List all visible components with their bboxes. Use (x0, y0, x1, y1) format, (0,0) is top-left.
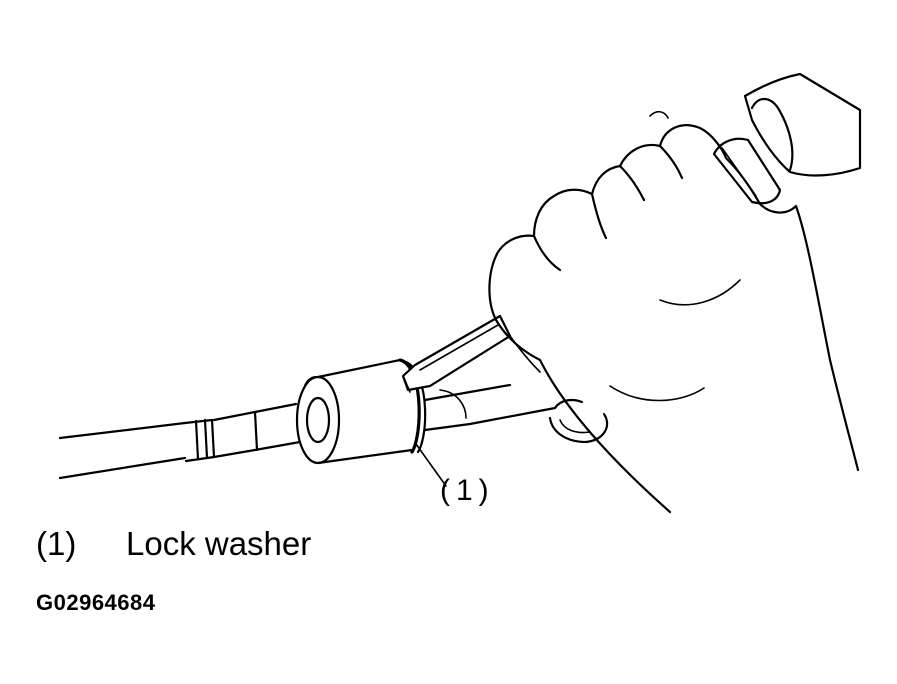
hand (488, 110, 860, 514)
callout-marker: (1) (440, 474, 495, 507)
legend-number: (1) (36, 525, 77, 562)
legend-row: (1) Lock washer (36, 524, 311, 564)
callout-leader (415, 443, 447, 487)
legend-label: Lock washer (126, 525, 312, 562)
housing (423, 383, 609, 444)
figure-id: G02964684 (36, 590, 156, 615)
shaft (58, 402, 302, 480)
screwdriver (401, 72, 862, 393)
